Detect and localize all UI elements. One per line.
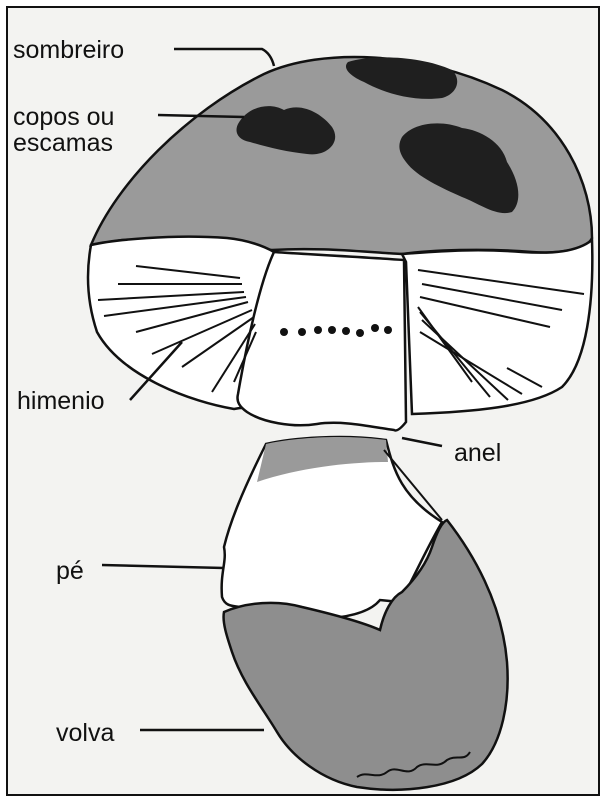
label-pe: pé (56, 558, 84, 584)
cap (91, 57, 592, 254)
label-volva: volva (56, 720, 114, 746)
label-anel: anel (454, 440, 501, 466)
label-himenio: himenio (17, 388, 105, 414)
stem-upper (237, 252, 406, 430)
diagram-frame: sombreiro copos ou escamas himenio anel … (6, 6, 600, 796)
label-copos-ou-escamas: copos ou escamas (13, 104, 153, 157)
label-sombreiro: sombreiro (13, 37, 124, 63)
